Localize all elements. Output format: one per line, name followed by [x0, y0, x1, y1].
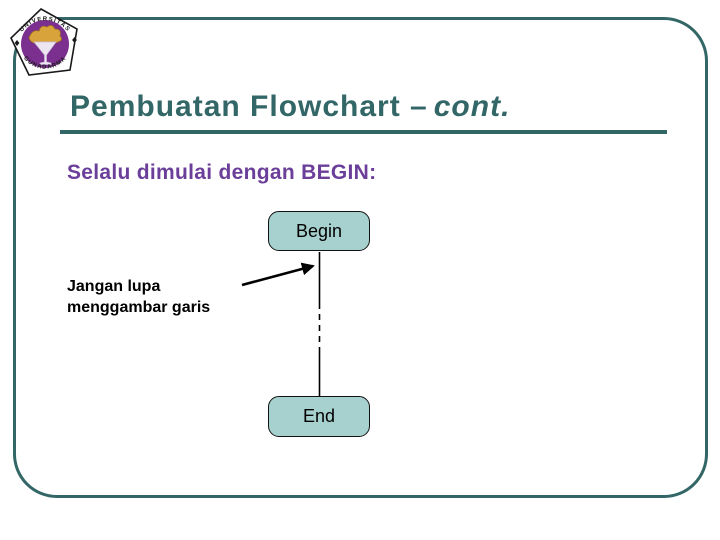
flowchart-end-label: End: [302, 406, 336, 426]
note-text: Jangan lupa menggambar garis: [67, 276, 210, 318]
page-title: Pembuatan Flowchart –cont.: [70, 90, 510, 124]
page-title-emphasis: cont.: [433, 90, 511, 123]
flowchart-begin-label: Begin: [295, 220, 343, 241]
logo-diamond-right: [72, 37, 77, 43]
note-line-2: menggambar garis: [67, 299, 211, 316]
flowchart-begin-box: Begin: [268, 211, 370, 251]
university-logo: UNIVERSITAS GUNADARMA: [10, 8, 78, 76]
title-underline: [60, 130, 667, 134]
slide-border-frame: [13, 17, 708, 498]
note-line-1: Jangan lupa: [67, 278, 161, 295]
flowchart-end-box: End: [268, 396, 370, 437]
subtitle-text: Selalu dimulai dengan BEGIN:: [67, 161, 377, 184]
page-title-main: Pembuatan Flowchart –: [70, 90, 428, 123]
chalice-icon: [33, 41, 57, 65]
